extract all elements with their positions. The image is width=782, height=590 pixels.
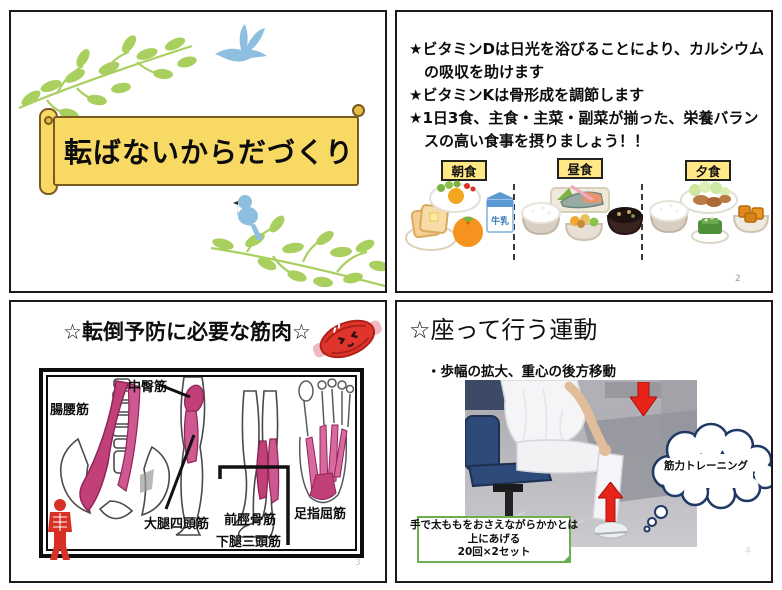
title-banner: 転ばないからだづくり [39, 104, 371, 200]
bluebird-perched-icon [233, 195, 263, 240]
boiled-greens-icon [691, 216, 729, 244]
muscle-label-iliopsoas: 腸腰筋 [50, 403, 90, 418]
thought-bubble-cloud-icon [643, 422, 771, 533]
caption-line: 手で太ももをおさえながらかかとは [410, 519, 578, 532]
toast-icon [405, 204, 457, 251]
mandarin-orange-icon [453, 216, 483, 247]
slide-seated-exercise: ☆座って行う運動 ・歩幅の拡大、重心の後方移動 [395, 300, 773, 583]
presentation-title: 転ばないからだづくり [63, 136, 354, 169]
slide-nutrition: ★ビタミンDは日光を浴びることにより、カルシウム の吸収を助けます ★ビタミンK… [395, 10, 773, 293]
bluebird-flying-icon [215, 24, 267, 62]
slide-title-text: ☆座って行う運動 [409, 316, 598, 344]
page-number: 3 [355, 558, 361, 568]
caption-fold-corner [562, 554, 571, 563]
muscle-diagram: 腸腰筋 中臀筋 大腿四頭筋 前脛骨筋 下腿三頭筋 足指屈筋 [46, 375, 357, 551]
muscle-body-figure-icon [48, 499, 72, 560]
text-line: ★ビタミンKは骨形成を調節します [409, 86, 645, 104]
meal-label-lunch: 昼食 [557, 158, 603, 179]
page-number: 2 [735, 274, 741, 284]
arrow-up-icon [598, 482, 623, 522]
banner-band [53, 116, 359, 186]
person-hand [599, 444, 611, 456]
person-arm [564, 381, 608, 451]
muscle-label-triceps-surae: 下腿三頭筋 [216, 535, 282, 550]
exercise-bullet: ・歩幅の拡大、重心の後方移動 [427, 364, 616, 380]
leaf-branch-icon [210, 215, 385, 288]
miso-soup-icon [606, 207, 644, 236]
meat-with-shredded-cabbage-icon [680, 181, 738, 214]
rice-bowl-icon [521, 202, 561, 236]
milk-carton-icon: 牛乳 [486, 192, 514, 233]
thought-bubble: 筋力トレーニング [643, 414, 771, 536]
meal-label-dinner: 夕食 [685, 160, 731, 181]
grilled-fish-icon [550, 184, 610, 213]
text-line: ★ビタミンDは日光を浴びることにより、カルシウム [409, 40, 765, 58]
muscle-label-toe-flexors: 足指屈筋 [294, 507, 347, 522]
exercise-caption-box: 手で太ももをおさえながらかかとは 上にあげる 20回×2セット [410, 516, 578, 563]
simmered-vegetables-icon [564, 214, 604, 242]
muscle-diagram-frame: 腸腰筋 中臀筋 大腿四頭筋 前脛骨筋 下腿三頭筋 足指屈筋 [39, 368, 364, 558]
text-line: ★1日3食、主食・主菜・副菜が揃った、栄養バラン [409, 109, 759, 127]
muscle-character-icon [312, 319, 382, 359]
muscle-label-gluteus-medius: 中臀筋 [128, 380, 168, 395]
muscle-label-tibialis-anterior: 前脛骨筋 [224, 513, 277, 528]
thought-bubble-text: 筋力トレーニング [664, 460, 748, 472]
caption-line: 20回×2セット [457, 546, 531, 559]
arrow-down-icon [630, 382, 657, 416]
rice-bowl-icon [649, 200, 689, 234]
text-line: の吸収を助けます [424, 63, 545, 81]
muscle-anatomy-art [59, 376, 355, 545]
page-number: 4 [745, 546, 751, 556]
banner-scroll-spiral [44, 116, 53, 125]
meal-label-breakfast: 朝食 [441, 160, 487, 181]
slide-title: 転ばないからだづくり [9, 10, 387, 293]
seated-person [500, 380, 624, 523]
fried-egg-icon [429, 180, 481, 213]
slide-title-text: ☆転倒予防に必要な筋肉☆ [63, 320, 311, 344]
slide-muscles: ☆転倒予防に必要な筋肉☆ [9, 300, 387, 583]
milk-carton-label: 牛乳 [491, 215, 509, 227]
muscle-label-quadriceps: 大腿四頭筋 [144, 517, 210, 532]
text-line: スの高い食事を摂りましょう！！ [424, 132, 650, 150]
caption-line: 上にあげる [467, 532, 521, 545]
banner-right-curl [352, 104, 365, 117]
person-shoe [593, 521, 629, 539]
simmered-dish-icon [732, 205, 770, 234]
nutrition-text-block: ★ビタミンDは日光を浴びることにより、カルシウム の吸収を助けます ★ビタミンK… [409, 38, 765, 153]
leaf-branch-icon [18, 35, 197, 120]
